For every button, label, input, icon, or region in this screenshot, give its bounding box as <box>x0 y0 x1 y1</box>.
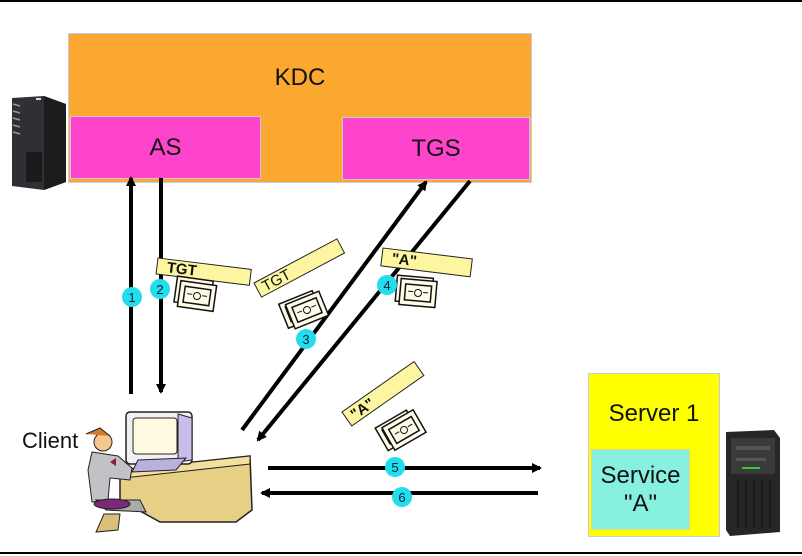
svg-text:2: 2 <box>156 282 163 297</box>
svg-text:"A": "A" <box>391 250 418 270</box>
ticket-icon <box>394 274 438 309</box>
ticket-icon <box>374 408 427 452</box>
tgs-box: TGS <box>342 117 530 180</box>
arrow-step-4 <box>256 179 472 442</box>
step-badge-4: 4 <box>377 275 397 295</box>
client-person-at-computer-icon <box>85 411 253 533</box>
step-badge-3: 3 <box>296 329 316 349</box>
svg-text:6: 6 <box>398 490 405 505</box>
top-border <box>0 0 802 2</box>
bottom-border <box>0 552 802 554</box>
as-label: AS <box>149 133 182 161</box>
client-label: Client <box>22 428 79 453</box>
svg-text:5: 5 <box>391 460 398 475</box>
as-box: AS <box>70 116 261 179</box>
svg-text:4: 4 <box>383 278 390 293</box>
arrow-step-3 <box>240 180 428 432</box>
step-badge-6: 6 <box>392 487 412 507</box>
server-1-tower-icon <box>726 430 780 536</box>
step-badge-2: 2 <box>150 279 170 299</box>
server-1-label: Server 1 <box>608 400 700 427</box>
ticket-tag-tgt-step-3: TGT <box>253 238 346 298</box>
svg-text:1: 1 <box>128 290 135 305</box>
svg-text:TGT: TGT <box>166 259 198 280</box>
service-a-box: Service"A" <box>591 449 690 530</box>
ticket-tag-a-step-4: "A" <box>380 247 473 278</box>
tgs-label: TGS <box>411 134 461 162</box>
ticket-icon <box>173 275 218 313</box>
kdc-server-tower-icon <box>12 96 66 190</box>
step-badge-5: 5 <box>385 457 405 477</box>
kdc-label: KDC <box>274 64 326 91</box>
step-badge-1: 1 <box>122 287 142 307</box>
svg-text:3: 3 <box>302 332 309 347</box>
service-a-label: Service"A" <box>600 461 681 517</box>
ticket-tag-tgt-step-2: TGT <box>155 257 252 286</box>
